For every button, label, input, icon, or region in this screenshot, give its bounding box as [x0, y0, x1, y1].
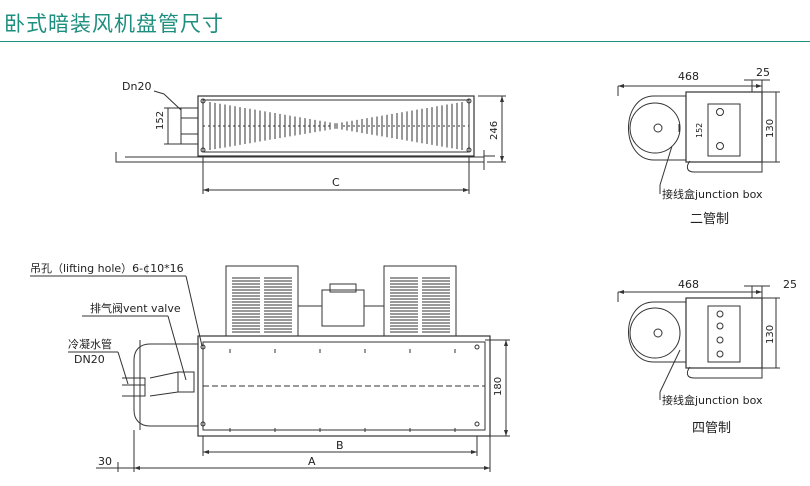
bottom-view — [30, 265, 510, 472]
dim-length-c: C — [332, 176, 340, 189]
condensate-dn-label: DN20 — [74, 353, 105, 366]
dim-offset-25: 25 — [756, 66, 770, 79]
dim-total-height: 246 — [489, 121, 500, 140]
dim-inner-152: 152 — [695, 123, 704, 138]
fan-circle — [629, 102, 681, 154]
pipe-size-label: Dn20 — [122, 80, 151, 93]
side-view-2pipe — [617, 79, 780, 194]
drain-outlet — [122, 377, 146, 397]
vent-valve-label: 排气阀vent valve — [90, 301, 181, 315]
dim-width-468: 468 — [678, 70, 699, 83]
dim-b: B — [336, 439, 344, 452]
junction-box — [707, 103, 741, 157]
junction-box-4 — [707, 305, 741, 363]
title-divider — [0, 41, 810, 42]
dim-180: 180 — [493, 377, 504, 396]
junction-box-label-4: 接线盒junction box — [662, 393, 763, 407]
motor — [321, 289, 365, 327]
dim-inner-height: 152 — [155, 111, 166, 130]
fan-scroll-4 — [628, 301, 686, 363]
dim-30: 30 — [98, 455, 112, 468]
junction-box-label: 接线盒junction box — [662, 187, 763, 201]
mounting-ticks — [229, 349, 456, 432]
dim-height-130-4: 130 — [765, 325, 776, 344]
caption-2pipe: 二管制 — [690, 212, 729, 227]
fan-circle-4 — [629, 307, 681, 359]
dim-height-130: 130 — [765, 119, 776, 138]
fan-scroll — [628, 95, 686, 161]
unit-case-4 — [685, 297, 763, 369]
side-view-4pipe — [617, 285, 780, 400]
dim-offset-25-4: 25 — [783, 278, 797, 291]
dim-a: A — [308, 455, 316, 468]
top-view — [115, 90, 506, 194]
page-title: 卧式暗装风机盘管尺寸 — [4, 12, 224, 36]
vent-valve-box — [177, 371, 195, 393]
pipe-stub — [180, 107, 199, 145]
dim-width-468-4: 468 — [678, 278, 699, 291]
main-body — [197, 335, 491, 437]
fan-grilles — [232, 277, 450, 333]
lifting-hole-label: 吊孔（lifting hole）6-¢10*16 — [30, 262, 184, 275]
caption-4pipe: 四管制 — [692, 421, 731, 436]
condensate-pipe-label: 冷凝水管 — [68, 337, 112, 351]
unit-case — [685, 91, 763, 163]
